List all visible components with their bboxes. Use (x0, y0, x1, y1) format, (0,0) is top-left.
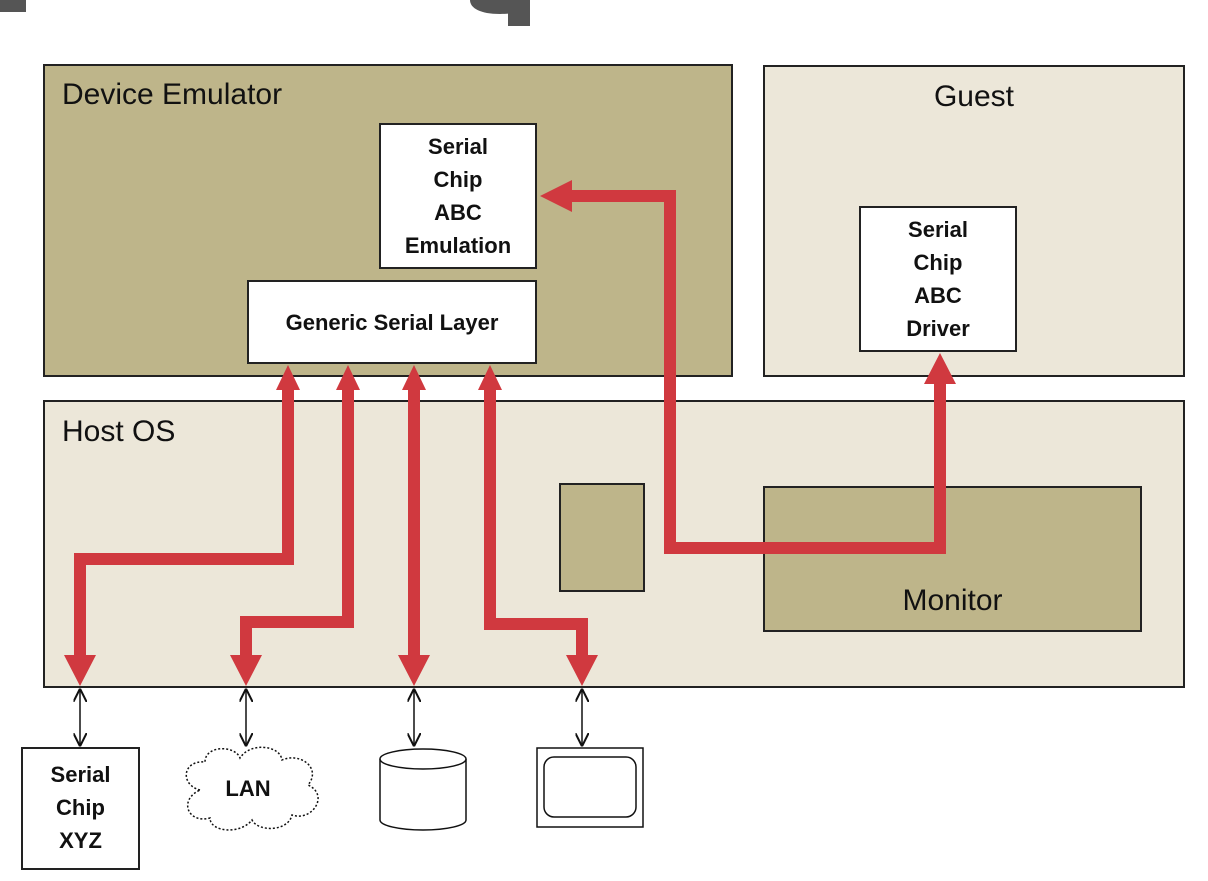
path-to-serial-chip-xyz (74, 388, 294, 658)
serial-chip-abc-emulation-label: Serial Chip ABC Emulation (404, 134, 512, 258)
monitor-block (763, 486, 1142, 632)
serial-chip-abc-emulation-box (379, 123, 537, 269)
arrowhead-disk-up (402, 365, 426, 390)
lan-label: LAN (225, 776, 270, 801)
arrowhead-screen-up (478, 365, 502, 390)
lan-cloud-icon (185, 746, 319, 831)
host-os-label: Host OS (62, 415, 176, 448)
arrowhead-disk-down (398, 655, 430, 686)
screen-icon (536, 747, 644, 828)
arrowhead-xyz-up (276, 365, 300, 390)
arrowhead-lan-up (336, 365, 360, 390)
path-to-lan (240, 388, 354, 658)
arrowhead-driver-up (924, 353, 956, 384)
path-monitor-to-emulation (570, 190, 946, 554)
serial-chip-xyz-label: Serial Chip XYZ (50, 762, 111, 853)
serial-chip-abc-driver-label: Serial Chip ABC Driver (906, 217, 970, 341)
device-emulator-label: Device Emulator (62, 78, 283, 111)
arrowhead-screen-down (566, 655, 598, 686)
guest-label: Guest (933, 80, 1015, 113)
arrowhead-lan-down (230, 655, 262, 686)
host-component-block (559, 483, 645, 592)
generic-serial-layer-box (247, 280, 537, 364)
serial-chip-xyz-box (21, 747, 140, 870)
arrowhead-xyz-down (64, 655, 96, 686)
generic-serial-layer-label: Generic Serial Layer (285, 310, 499, 335)
disk-icon (379, 748, 467, 831)
path-to-screen (484, 388, 588, 658)
arrowhead-emulation-left (540, 180, 572, 212)
serial-chip-abc-driver-box (859, 206, 1017, 352)
cropped-title-remnant (0, 0, 530, 26)
monitor-label: Monitor (902, 584, 1003, 617)
